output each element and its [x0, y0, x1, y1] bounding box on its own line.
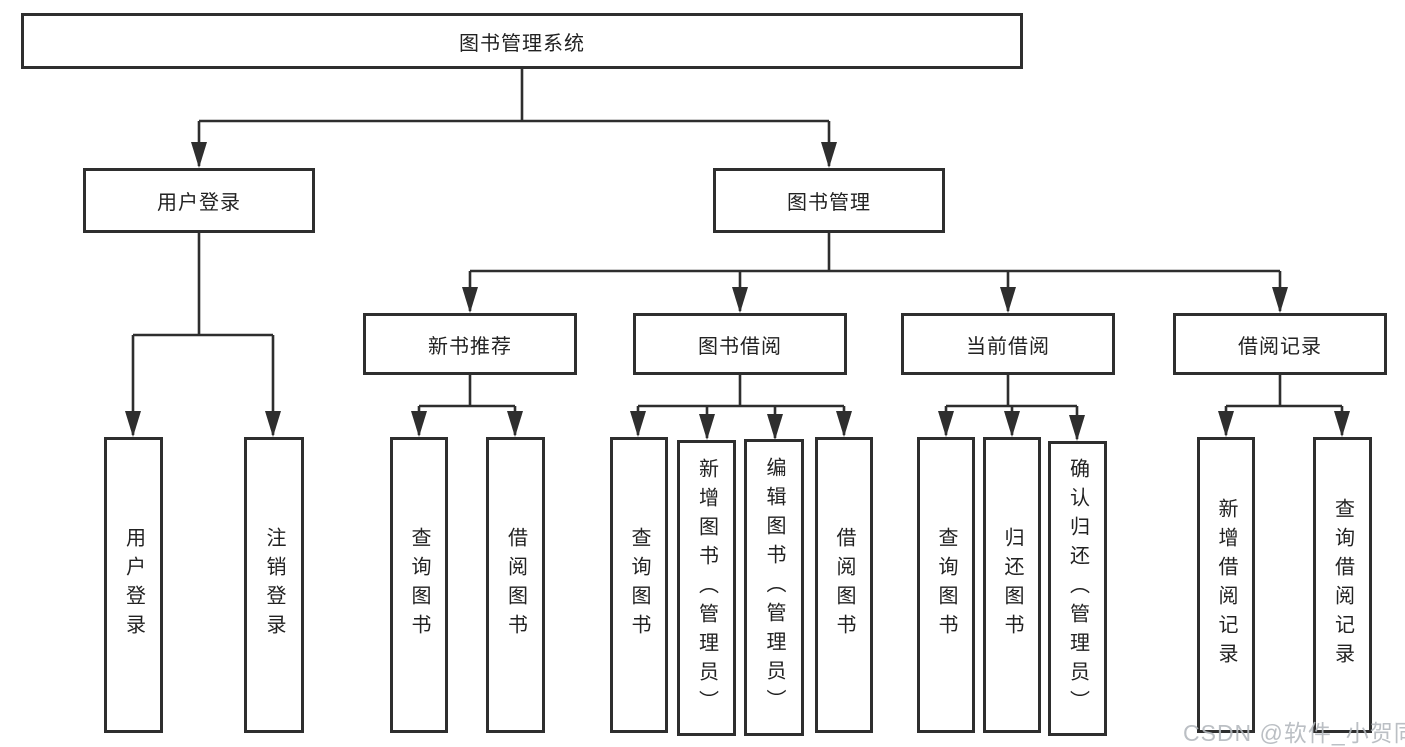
leaf-current-query-books: 查询图书: [917, 437, 975, 733]
node-current-borrowing: 当前借阅: [901, 313, 1115, 375]
arrowheads: [125, 142, 1350, 441]
node-label: 新增借阅记录: [1215, 498, 1237, 672]
node-borrowing-records: 借阅记录: [1173, 313, 1387, 375]
node-label: 新增图书（管理员）: [695, 457, 718, 719]
node-label: 当前借阅: [966, 335, 1050, 358]
csdn-watermark: CSDN @软件_小贺同学: [1183, 720, 1405, 746]
node-label: 归还图书: [1001, 527, 1023, 643]
node-label: 编辑图书（管理员）: [763, 457, 785, 718]
node-label: 借阅记录: [1238, 335, 1322, 358]
leaf-records-add-borrow-record: 新增借阅记录: [1197, 437, 1255, 733]
node-label: 查询借阅记录: [1331, 498, 1354, 672]
leaf-newbook-borrow-books: 借阅图书: [486, 437, 545, 733]
leaf-borrowing-query-books: 查询图书: [610, 437, 668, 733]
node-label: 图书管理: [787, 192, 871, 214]
node-label: 新书推荐: [428, 335, 512, 358]
node-label: 用户登录: [157, 192, 241, 214]
leaf-user-login: 用户登录: [104, 437, 163, 733]
node-label: 借阅图书: [833, 527, 855, 643]
leaf-current-return-books: 归还图书: [983, 437, 1041, 733]
leaf-records-query-borrow-record: 查询借阅记录: [1313, 437, 1372, 733]
leaf-borrowing-edit-books-admin: 编辑图书（管理员）: [744, 439, 804, 736]
leaf-newbook-query-books: 查询图书: [390, 437, 448, 733]
connectors: [131, 69, 1344, 439]
node-label: 查询图书: [628, 527, 650, 643]
leaf-current-confirm-return-admin: 确认归还（管理员）: [1048, 441, 1107, 736]
node-label: 用户登录: [122, 527, 145, 643]
node-label: 图书借阅: [698, 335, 782, 358]
node-label: 注销登录: [263, 527, 285, 643]
leaf-logout: 注销登录: [244, 437, 304, 733]
leaf-borrowing-borrow-books: 借阅图书: [815, 437, 873, 733]
node-root-library-system: 图书管理系统: [21, 13, 1023, 69]
node-label: 查询图书: [935, 527, 957, 643]
node-book-borrowing: 图书借阅: [633, 313, 847, 375]
leaf-borrowing-add-books-admin: 新增图书（管理员）: [677, 440, 736, 736]
node-label: 查询图书: [408, 527, 430, 643]
node-label: 图书管理系统: [459, 32, 585, 55]
node-new-book-recommend: 新书推荐: [363, 313, 577, 375]
node-book-management: 图书管理: [713, 168, 945, 233]
node-label: 借阅图书: [504, 527, 527, 643]
node-label: 确认归还（管理员）: [1066, 458, 1089, 719]
node-user-login: 用户登录: [83, 168, 315, 233]
